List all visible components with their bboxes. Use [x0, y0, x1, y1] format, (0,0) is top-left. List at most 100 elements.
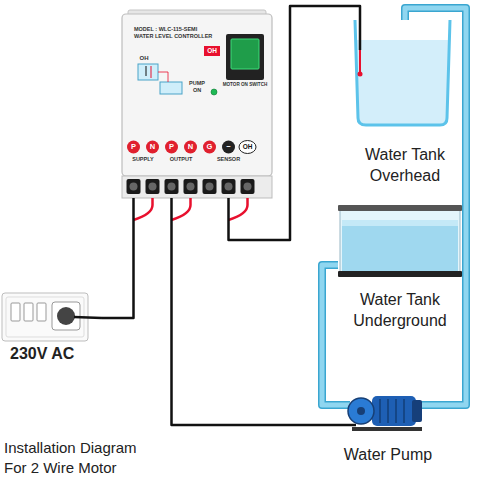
terminal-badge: [239, 141, 256, 154]
motor-cap: [412, 400, 422, 422]
screw-terminal: [184, 179, 198, 194]
terminal-badge: [222, 141, 235, 154]
power-socket-node: 230V AC: [2, 293, 102, 364]
pin-name: OH: [240, 143, 256, 151]
terminal-group-name: SUPPLY: [128, 156, 158, 163]
cable: [172, 198, 343, 425]
tank-water: [342, 220, 458, 271]
sensor-tip: [358, 72, 363, 77]
pipe-stub: [420, 401, 434, 409]
screw: [130, 183, 138, 191]
node-label: Water Tank Overhead: [352, 144, 458, 186]
tank-water: [356, 40, 449, 124]
node-label: Water Pump: [342, 444, 434, 465]
water-pipe: [405, 8, 466, 405]
node-label: 230V AC: [2, 343, 102, 364]
pipe-core: [405, 8, 466, 405]
screw: [206, 183, 214, 191]
red-wire: [229, 198, 248, 220]
screw: [149, 183, 157, 191]
underground-tank: [340, 210, 460, 272]
terminal-badge: [165, 141, 178, 154]
icon-label: OH: [137, 55, 151, 62]
indicator-label: OH: [204, 46, 220, 56]
screw-terminal: [146, 179, 160, 194]
terminal-group-name: SENSOR: [214, 156, 244, 163]
terminal-badge: [203, 141, 216, 154]
motor-fin: [379, 399, 381, 423]
pump-motor: [372, 396, 416, 426]
underground-tank-node: Water Tank Underground: [338, 205, 462, 331]
screw: [244, 183, 252, 191]
icon-tank: [160, 82, 182, 94]
screw-terminal: [127, 179, 141, 194]
screw: [168, 183, 176, 191]
screw-terminals: [127, 179, 255, 194]
overhead-tank: [355, 20, 450, 125]
pin-name: G: [204, 143, 216, 151]
water-surface: [342, 220, 458, 226]
plug-cable: [74, 317, 102, 318]
sensor-probe: [359, 50, 361, 72]
terminal-badge: [146, 141, 159, 154]
motor-fin: [403, 399, 405, 423]
screw: [225, 183, 233, 191]
terminal-badge: [184, 141, 197, 154]
switch-label: MOTOR ON SWITCH: [222, 82, 268, 88]
terminal-badge: [127, 141, 140, 154]
switch-rocker: [231, 39, 259, 69]
pin-name: N: [185, 143, 197, 151]
red-wire: [134, 198, 153, 220]
icon-wire: [151, 66, 152, 78]
terminal-group-name: OUTPUT: [166, 156, 196, 163]
tank-base: [338, 271, 462, 277]
icon-wire: [158, 72, 168, 82]
node-label: Water Tank Underground: [338, 289, 462, 331]
plug: [57, 307, 75, 325]
screw-terminal: [222, 179, 236, 194]
overhead-tank-node: Water Tank Overhead: [352, 20, 458, 186]
pin-name: P: [166, 143, 178, 151]
controller-housing: [122, 14, 272, 176]
controller-housing: MODEL : WLC-115-SEMIWATER LEVEL CONTROLL…: [122, 14, 272, 198]
icon-wire: [146, 66, 147, 76]
pin-name: N: [147, 143, 159, 151]
motor-fin: [387, 399, 389, 423]
pipe-core: [322, 265, 342, 405]
caption: Installation Diagram For 2 Wire Motor: [4, 438, 154, 478]
pipe-stub: [420, 403, 434, 408]
icon-tank: [138, 64, 158, 80]
pipe-outline: [405, 8, 466, 405]
node-label: MODEL : WLC-115-SEMI: [134, 26, 197, 33]
cable-line: [172, 198, 343, 425]
wire-stub: [342, 424, 356, 427]
cable-line: [102, 198, 134, 318]
wall-switch: [37, 303, 46, 321]
cable: [102, 198, 134, 318]
pump-led: [211, 89, 217, 95]
board-frame: [6, 297, 84, 337]
tank-rim: [338, 205, 462, 211]
screw-terminal: [203, 179, 217, 194]
wall-switch: [11, 303, 20, 321]
pump-base: [352, 427, 422, 431]
water-pipe: [322, 265, 342, 405]
wall-switch: [24, 303, 33, 321]
pump-head: [348, 398, 374, 424]
motor-fin: [395, 399, 397, 423]
motor-switch: [226, 34, 264, 80]
pump-node: Water Pump: [342, 392, 434, 465]
pump-eye: [357, 407, 365, 415]
terminal-strip: [122, 176, 272, 198]
cable-line: [229, 6, 361, 240]
red-wire: [172, 198, 191, 220]
pipe-outline: [322, 265, 342, 405]
screw-terminal: [165, 179, 179, 194]
node-label: WATER LEVEL CONTROLLER: [134, 33, 212, 40]
sensor-wire: [359, 20, 362, 50]
cable: [229, 6, 361, 240]
screw: [187, 183, 195, 191]
indicator-label: PUMP ON: [186, 80, 208, 93]
